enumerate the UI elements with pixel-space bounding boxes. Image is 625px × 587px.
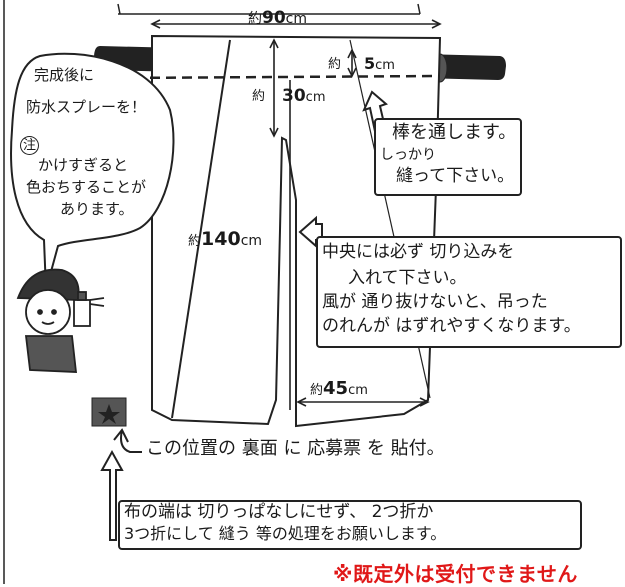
slit-note-line-2: 入れて下さい。 bbox=[348, 268, 467, 288]
width-dimension-label: 約90cm bbox=[248, 10, 307, 27]
slit-arrow bbox=[269, 38, 279, 138]
width-unit: cm bbox=[285, 11, 308, 27]
allowance-arrow bbox=[347, 48, 357, 78]
width-prefix: 約 bbox=[248, 11, 262, 27]
length-value: 140 bbox=[201, 228, 241, 250]
slit-dimension-label: 約 bbox=[252, 90, 265, 103]
character-illustration bbox=[16, 268, 105, 373]
speech-bubble bbox=[10, 52, 175, 291]
panel-value: 45 bbox=[323, 378, 349, 399]
waterproof-note-line-2: 防水スプレーを！ bbox=[26, 98, 147, 116]
caution-line-1: かけすぎると bbox=[38, 156, 129, 174]
pole-note-line-3: 縫って下さい。 bbox=[396, 166, 515, 186]
ticket-note: この位置の 裏面 に 応募票 を 貼付。 bbox=[146, 438, 445, 459]
hem-arrow bbox=[100, 449, 124, 541]
ticket-position-mark bbox=[91, 397, 127, 427]
out-of-spec-warning: ※既定外は受付できません bbox=[333, 562, 578, 586]
allowance-dashed-line bbox=[117, 74, 441, 80]
caution-mark: 注 bbox=[20, 136, 40, 155]
length-unit: cm bbox=[240, 233, 263, 249]
slit-note-line-1: 中央には必ず 切り込みを bbox=[322, 242, 515, 262]
panel-dimension-label: 約45cm bbox=[310, 380, 368, 398]
waterproof-note-line-1: 完成後に bbox=[34, 66, 95, 84]
slit-value: 30 bbox=[282, 86, 306, 106]
allowance-value: 5 bbox=[364, 54, 376, 73]
slit-note-line-4: のれんが はずれやすくなります。 bbox=[322, 316, 581, 336]
pole-note-line-1: 棒を通します。 bbox=[392, 122, 517, 143]
width-arrow bbox=[150, 19, 442, 29]
panel-unit: cm bbox=[348, 383, 368, 398]
slit-note-box bbox=[316, 236, 622, 348]
panel-arrow bbox=[296, 397, 430, 407]
ticket-arrow bbox=[113, 428, 142, 453]
panel-prefix: 約 bbox=[310, 383, 324, 398]
allowance-value-label: 5cm bbox=[364, 54, 395, 73]
pole-note-box bbox=[374, 118, 522, 196]
hem-note-line-2: 3つ折にして 縫う 等の処理をお願いします。 bbox=[124, 524, 447, 543]
hem-note-line-1: 布の端は 切りっぱなしにせず、 2つ折か bbox=[124, 502, 434, 522]
allowance-prefix: 約 bbox=[328, 57, 342, 72]
length-prefix: 約 bbox=[188, 234, 202, 249]
length-dimension-label: 約140cm bbox=[188, 230, 262, 249]
slit-value-label: 30cm bbox=[282, 88, 325, 105]
hem-note-box bbox=[118, 500, 582, 550]
allowance-dimension-label: 約 bbox=[328, 58, 341, 71]
allowance-unit: cm bbox=[375, 58, 395, 73]
caution-line-2: 色おちすることが bbox=[26, 178, 147, 196]
slit-unit: cm bbox=[305, 90, 326, 105]
pole-note-line-2: しっかり bbox=[380, 147, 436, 163]
caution-line-3: あります。 bbox=[60, 200, 134, 218]
slit-note-line-3: 風が 通り抜けないと、吊った bbox=[322, 292, 548, 312]
top-frame-line bbox=[117, 3, 121, 15]
slit-prefix: 約 bbox=[252, 89, 266, 104]
width-value: 90 bbox=[262, 8, 286, 28]
